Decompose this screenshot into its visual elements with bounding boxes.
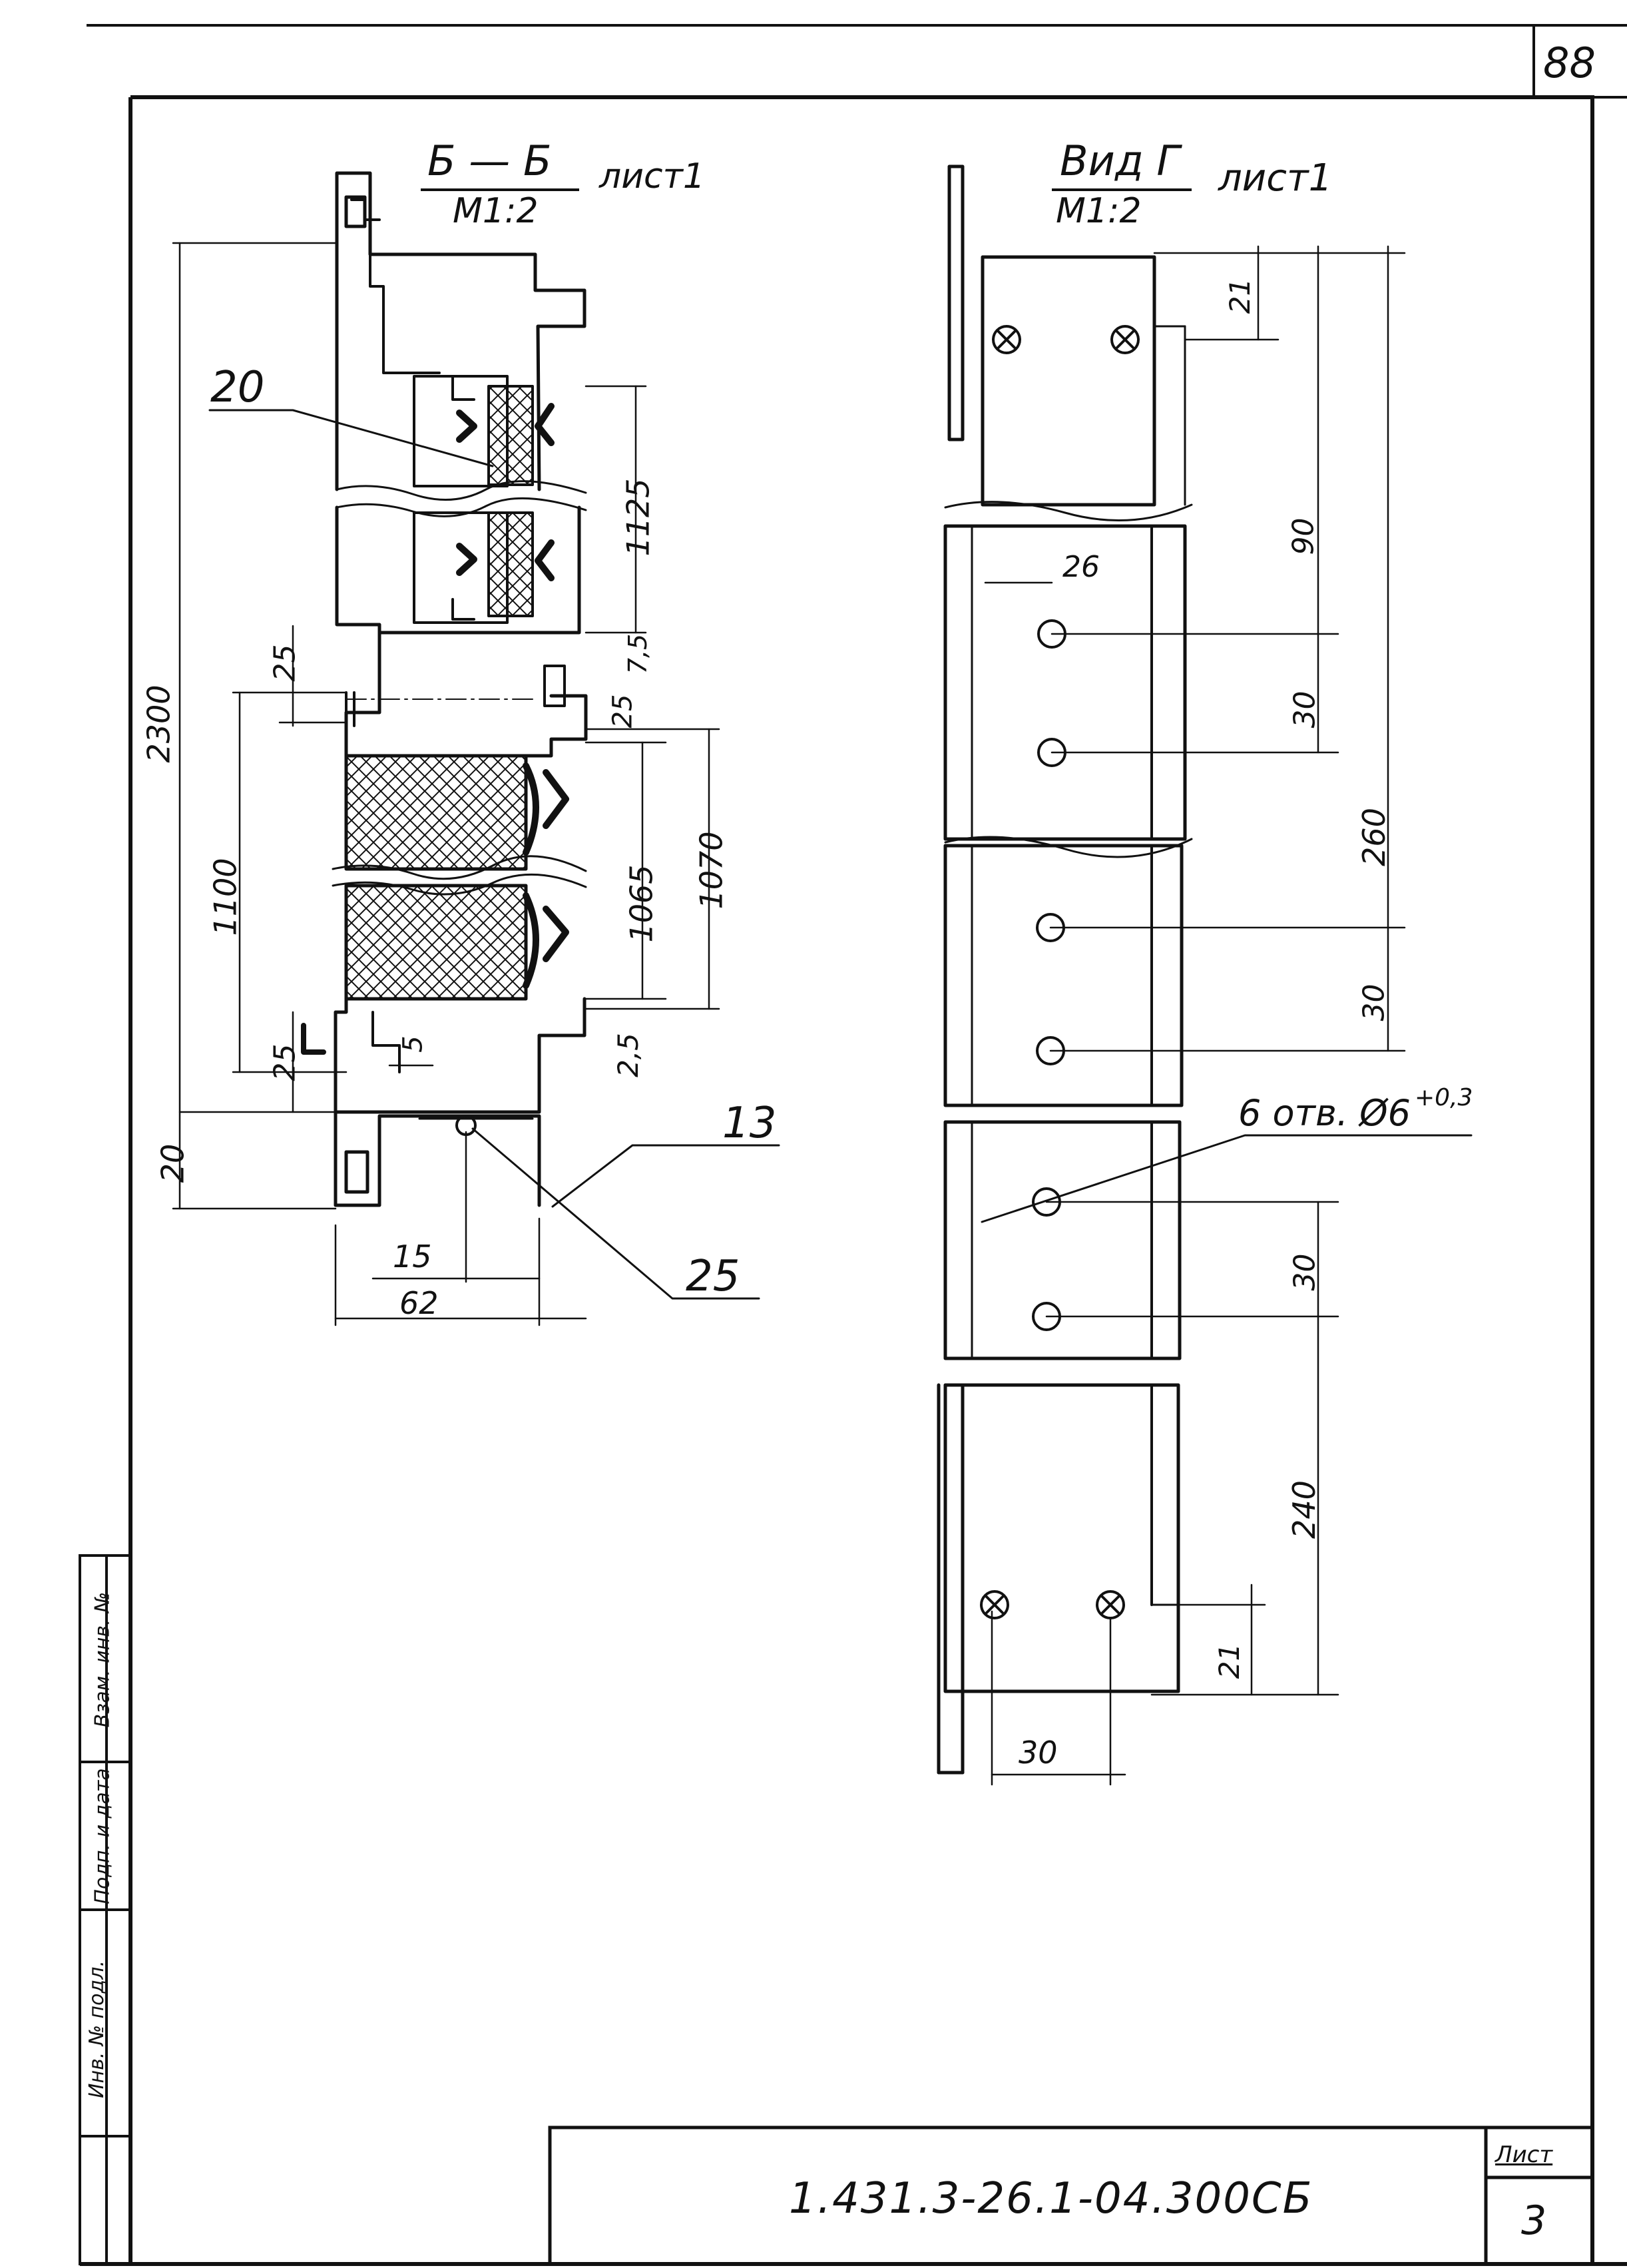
stamp-inv-replaced: Взам. инв. № [91, 1591, 115, 1728]
dim-30-a: 30 [1287, 691, 1322, 728]
dim-30-b: 30 [1357, 984, 1391, 1021]
dim-2-5: 2,5 [611, 1033, 644, 1077]
callout-25: 25 [686, 1252, 740, 1301]
dim-25-bottom: 25 [268, 1043, 302, 1081]
dim-260: 260 [1355, 808, 1392, 866]
stamp-inv-original: Инв. № подл. [85, 1960, 109, 2098]
sheet-frame [80, 24, 1627, 2266]
sheet-number: 88 [1543, 39, 1596, 87]
dim-1125: 1125 [620, 478, 656, 557]
dim-25-top: 25 [268, 644, 302, 682]
dim-20: 20 [154, 1143, 191, 1183]
callout-20: 20 [210, 363, 265, 412]
title-block [548, 2126, 1594, 2266]
view-g-drawing [937, 164, 1473, 1786]
dim-5: 5 [397, 1035, 429, 1053]
dim-1100: 1100 [207, 858, 244, 936]
callout-13: 13 [722, 1099, 777, 1148]
view-g-sheet-ref: лист1 [1218, 156, 1333, 200]
dim-1065: 1065 [623, 864, 660, 943]
dim-30-bottom: 30 [1019, 1735, 1058, 1771]
section-bb-label: Б — Б [427, 137, 552, 185]
dim-26: 26 [1062, 550, 1100, 584]
sheet-value: 3 [1521, 2197, 1547, 2244]
dim-21-bottom: 21 [1213, 1643, 1246, 1679]
dim-25-mid: 25 [607, 694, 638, 728]
dim-1070: 1070 [693, 831, 730, 910]
margin-stamp-grid [79, 1554, 132, 2265]
view-g-scale: М1:2 [1056, 191, 1142, 231]
sheet-label: Лист [1495, 2141, 1553, 2168]
dim-90: 90 [1286, 517, 1321, 555]
drawing-designation: 1.431.3-26.1-04.300СБ [789, 2174, 1313, 2223]
holes-tolerance: +0,3 [1415, 1084, 1473, 1111]
section-bb-drawing [172, 171, 780, 1326]
dim-2300: 2300 [140, 685, 177, 763]
dim-240: 240 [1285, 1480, 1322, 1539]
section-bb-scale: М1:2 [453, 191, 539, 231]
dim-15: 15 [393, 1239, 432, 1275]
stamp-sign-date: Подп. и дата [91, 1768, 115, 1904]
section-bb-sheet-ref: лист1 [599, 156, 705, 196]
dim-21-top: 21 [1224, 278, 1257, 314]
holes-note: 6 отв. Ø6 [1238, 1092, 1411, 1134]
dim-62: 62 [399, 1285, 439, 1321]
view-g-label: Вид Г [1060, 137, 1180, 185]
dim-7-5: 7,5 [623, 633, 653, 675]
dim-30-c: 30 [1287, 1253, 1322, 1291]
